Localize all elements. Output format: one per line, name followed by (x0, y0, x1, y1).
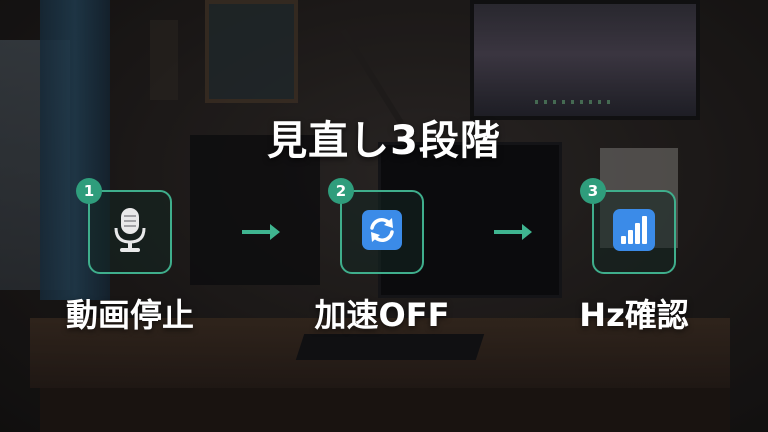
arrow-right-icon (242, 224, 280, 240)
microphone-icon (110, 206, 150, 258)
step-label-2: 加速OFF (314, 296, 450, 334)
page-title: 見直し3段階 (267, 118, 501, 164)
background-picture-frame (205, 0, 298, 103)
step-label-3: Hz確認 (579, 296, 689, 334)
refresh-icon (361, 209, 403, 255)
step-number-badge: 3 (580, 178, 606, 204)
step-label-1: 動画停止 (65, 296, 194, 334)
step-number-badge: 1 (76, 178, 102, 204)
background-desk-drawer (40, 388, 730, 432)
signal-bars-icon (612, 208, 656, 256)
arrow-right-icon (494, 224, 532, 240)
background-led-strip (535, 100, 615, 104)
background-picture-small (150, 20, 178, 100)
step-card-1: 1 (76, 178, 172, 274)
step-number-badge: 2 (328, 178, 354, 204)
step-card-2: 2 (328, 178, 424, 274)
background-monitor-left (190, 135, 320, 285)
step-card-3: 3 (580, 178, 676, 274)
